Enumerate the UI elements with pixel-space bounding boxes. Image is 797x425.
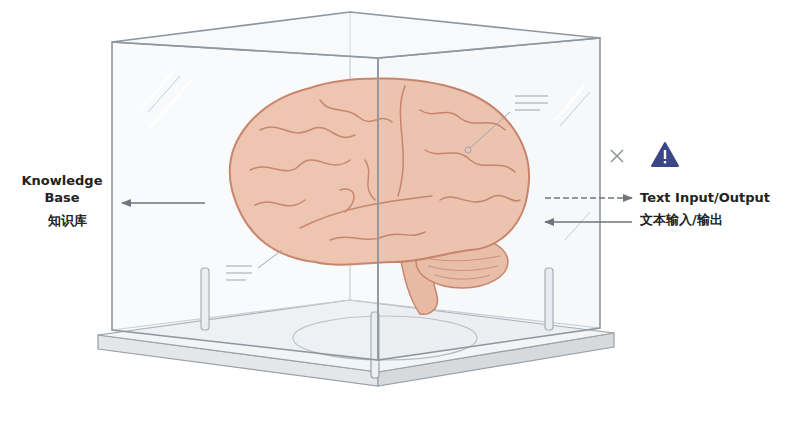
glass-cube — [112, 12, 600, 360]
text-label: 文本输入/输出 — [640, 211, 795, 228]
arrows — [122, 198, 632, 222]
warning-icons — [611, 143, 678, 166]
text-label: Text Input/Output — [640, 189, 795, 206]
text-label: 知识库 — [48, 212, 118, 229]
text-label: Knowledge Base — [14, 172, 110, 206]
